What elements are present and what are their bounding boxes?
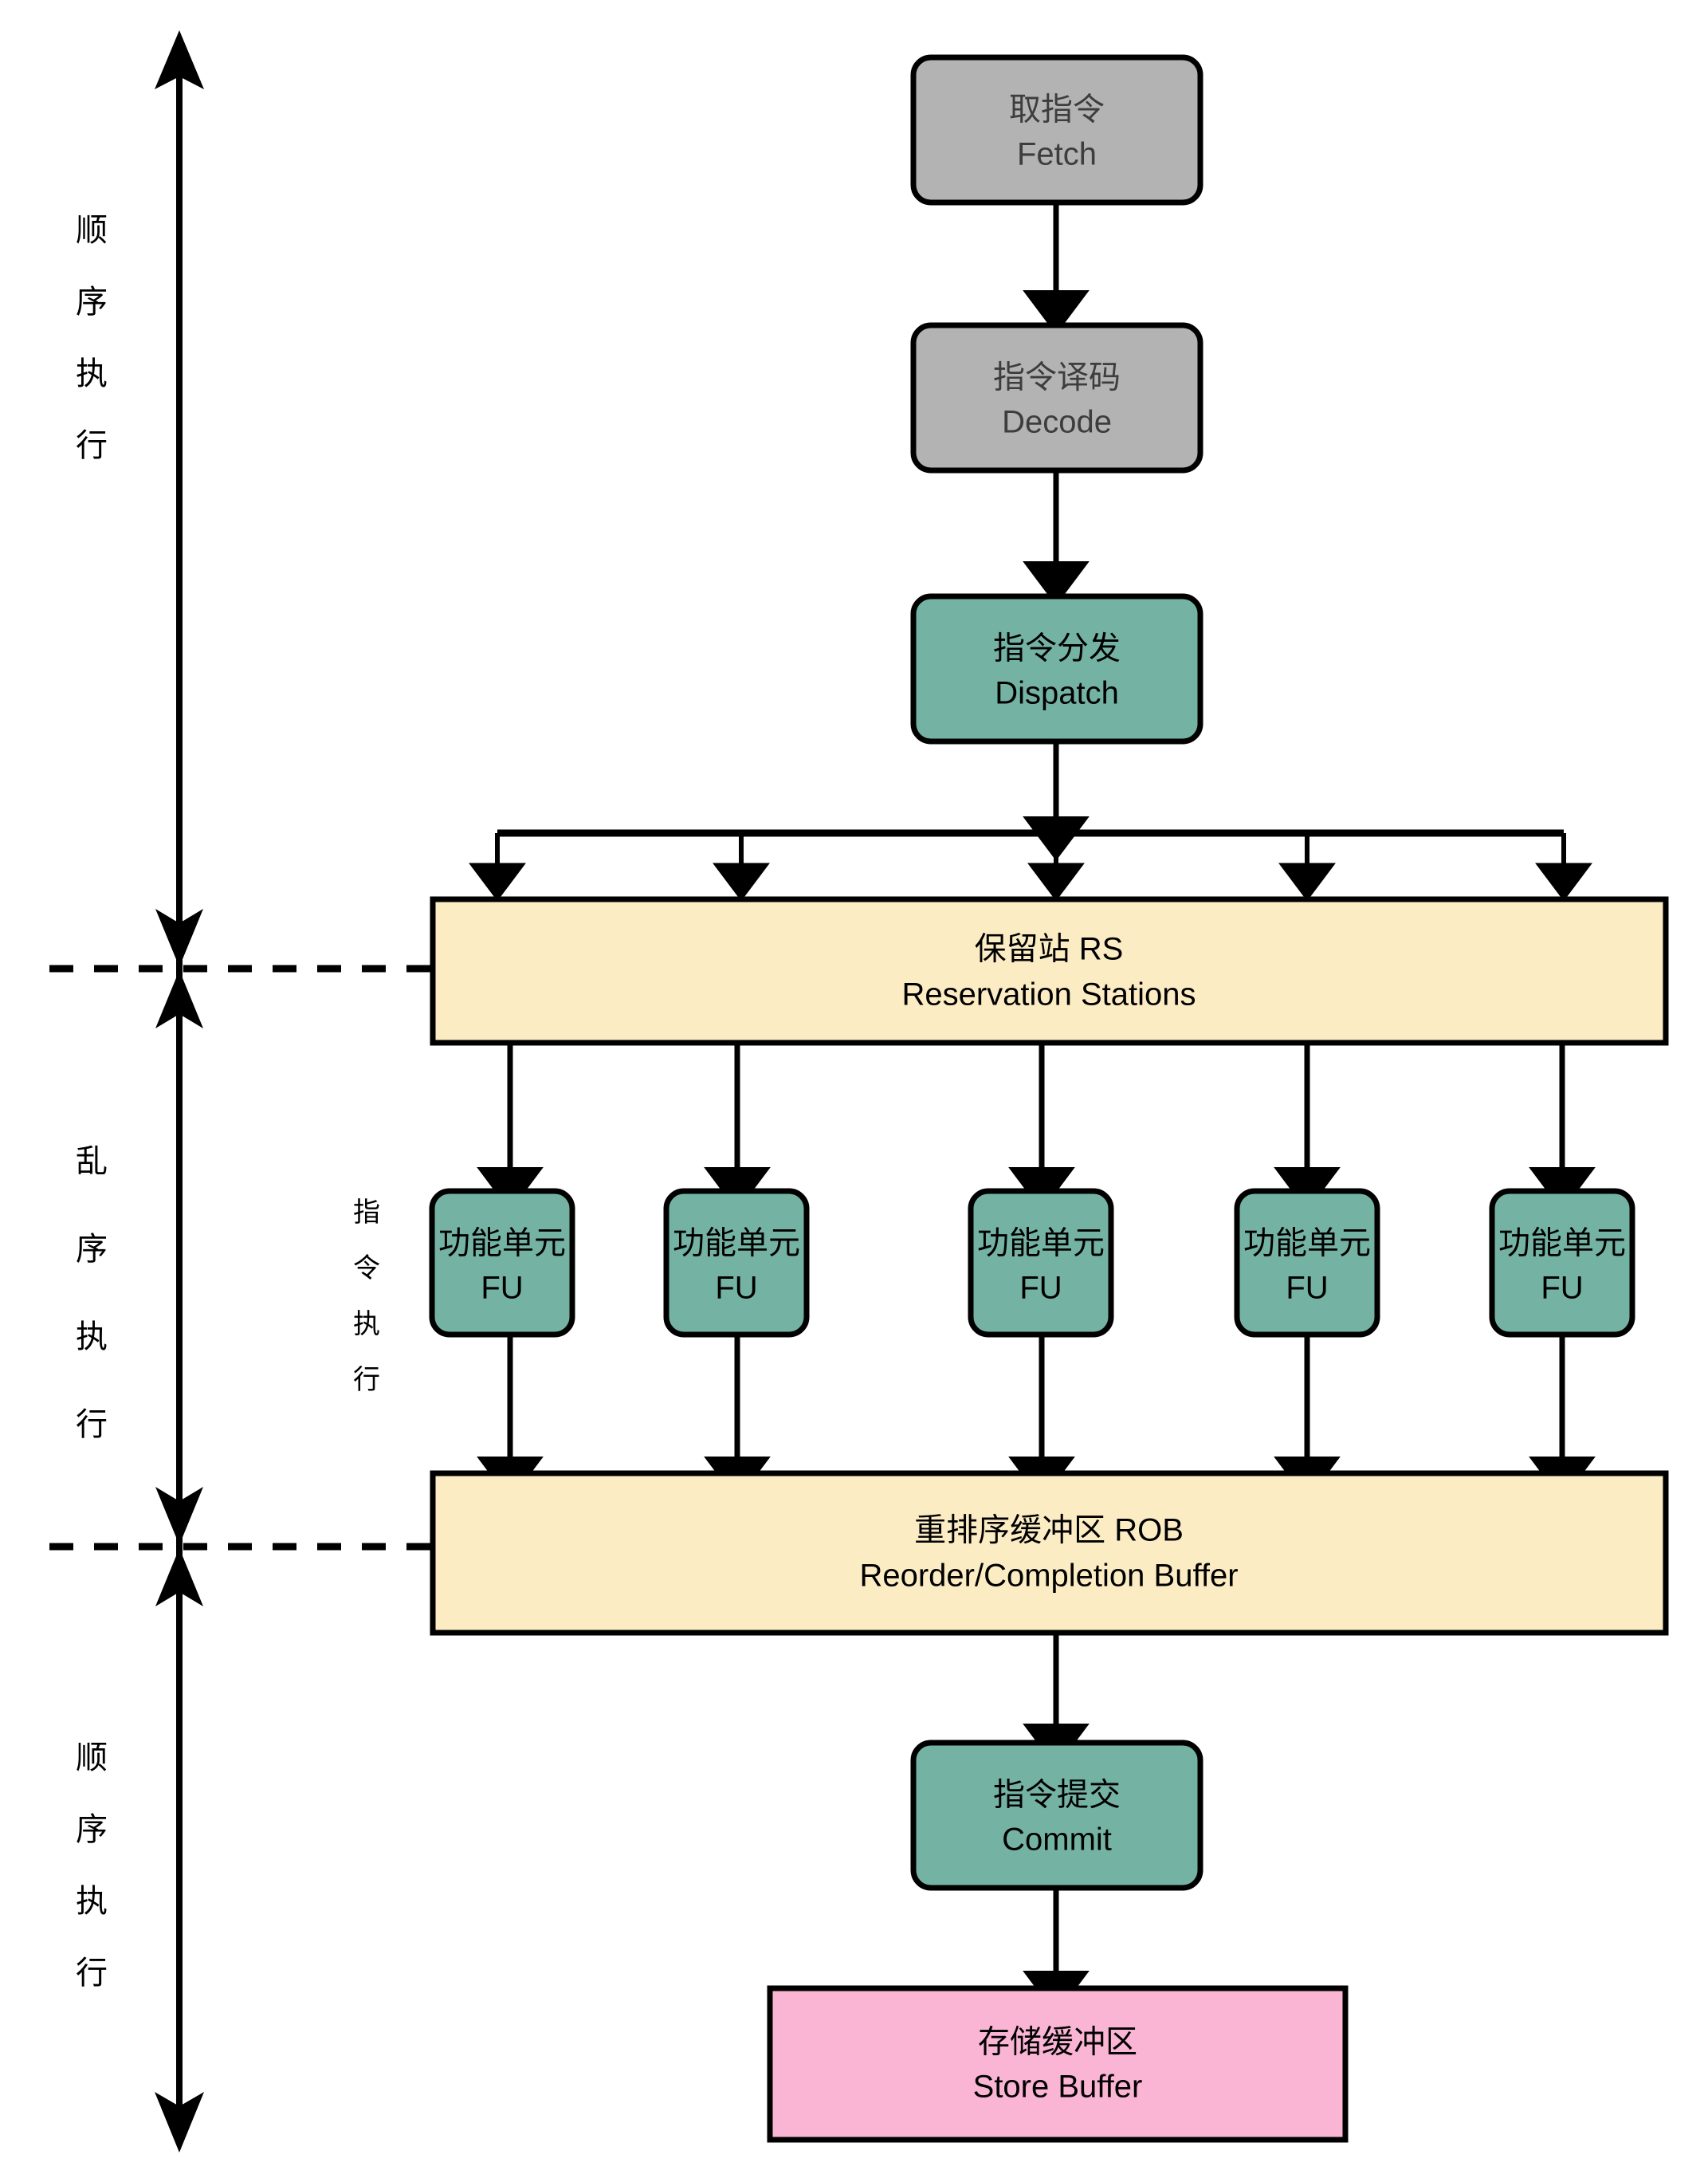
store-buffer-label-en: Store Buffer	[973, 2070, 1143, 2105]
reorder-buffer-box[interactable]	[430, 1470, 1669, 1636]
fu2-label-en: FU	[715, 1271, 757, 1306]
band-char: 序	[76, 285, 108, 320]
dispatch-label-en: Dispatch	[995, 676, 1119, 711]
execute-char: 指	[353, 1197, 380, 1228]
band-label-in-order-back: 顺 序 执 行	[76, 1740, 108, 1991]
execute-char: 令	[353, 1253, 380, 1284]
band-char: 序	[76, 1232, 108, 1267]
fu4-label-en: FU	[1286, 1271, 1328, 1306]
node-decode[interactable]: 指令译码 Decode	[910, 322, 1203, 474]
fu5-label-en: FU	[1541, 1271, 1583, 1306]
commit-box[interactable]	[910, 1740, 1203, 1891]
node-reorder-buffer[interactable]: 重排序缓冲区 ROB Reorder/Completion Buffer	[430, 1470, 1669, 1636]
node-reservation-stations[interactable]: 保留站 RS Reservation Stations	[430, 896, 1669, 1046]
axis-arrow-up	[155, 30, 204, 89]
band-char: 顺	[76, 1740, 108, 1775]
band-char: 行	[76, 1407, 108, 1442]
execute-char: 行	[353, 1365, 380, 1395]
store-buffer-box[interactable]	[767, 1985, 1349, 2143]
fu3-box[interactable]	[968, 1188, 1114, 1338]
separator-in-order-to-out-of-order	[49, 909, 430, 1028]
fetch-box[interactable]	[910, 54, 1203, 206]
store-buffer-label-zh: 存储缓冲区	[978, 2025, 1137, 2060]
node-functional-unit-3[interactable]: 功能单元 FU	[968, 1188, 1114, 1338]
reservation-stations-box[interactable]	[430, 896, 1669, 1046]
band-char: 执	[76, 1884, 108, 1919]
dispatch-label-zh: 指令分发	[993, 631, 1121, 666]
label-execute: 指 令 执 行	[353, 1197, 380, 1395]
band-char: 乱	[76, 1144, 108, 1179]
separator-out-of-order-to-in-order	[49, 1487, 430, 1606]
rob-label-zh: 重排序缓冲区 ROB	[914, 1513, 1184, 1548]
fu5-label-zh: 功能单元	[1498, 1226, 1626, 1261]
rs-label-zh: 保留站 RS	[975, 932, 1124, 967]
fu1-label-zh: 功能单元	[438, 1226, 566, 1261]
band-label-out-of-order: 乱 序 执 行	[76, 1144, 108, 1442]
axis-arrow-down	[155, 2092, 204, 2153]
node-commit[interactable]: 指令提交 Commit	[910, 1740, 1203, 1891]
fetch-label-zh: 取指令	[1009, 92, 1105, 128]
decode-box[interactable]	[910, 322, 1203, 474]
node-functional-unit-1[interactable]: 功能单元 FU	[429, 1188, 575, 1338]
connectors-rs-to-fu	[477, 1043, 1596, 1212]
fu4-label-zh: 功能单元	[1243, 1226, 1371, 1261]
timeline-axis	[155, 30, 204, 2153]
band-label-in-order-front: 顺 序 执 行	[76, 213, 108, 463]
execute-char: 执	[353, 1309, 380, 1339]
dispatch-box[interactable]	[910, 593, 1203, 745]
node-dispatch[interactable]: 指令分发 Dispatch	[910, 593, 1203, 745]
commit-label-zh: 指令提交	[993, 1778, 1121, 1813]
node-functional-unit-5[interactable]: 功能单元 FU	[1489, 1188, 1635, 1338]
decode-label-en: Decode	[1002, 405, 1112, 440]
fu2-box[interactable]	[663, 1188, 810, 1338]
node-store-buffer[interactable]: 存储缓冲区 Store Buffer	[767, 1985, 1349, 2143]
rob-label-en: Reorder/Completion Buffer	[859, 1559, 1238, 1594]
dispatch-fanout-bus	[469, 740, 1592, 902]
fetch-label-en: Fetch	[1017, 137, 1097, 172]
band-char: 行	[76, 428, 108, 463]
fu4-box[interactable]	[1234, 1188, 1380, 1338]
rs-label-en: Reservation Stations	[901, 977, 1196, 1012]
band-char: 行	[76, 1956, 108, 1991]
fu5-box[interactable]	[1489, 1188, 1635, 1338]
node-fetch[interactable]: 取指令 Fetch	[910, 54, 1203, 206]
fu1-box[interactable]	[429, 1188, 575, 1338]
fu1-label-en: FU	[481, 1271, 523, 1306]
node-functional-unit-4[interactable]: 功能单元 FU	[1234, 1188, 1380, 1338]
band-char: 执	[76, 356, 108, 391]
node-functional-unit-2[interactable]: 功能单元 FU	[663, 1188, 810, 1338]
band-char: 顺	[76, 213, 108, 248]
connectors-fu-to-rob	[477, 1333, 1596, 1501]
band-char: 序	[76, 1812, 108, 1847]
fu2-label-zh: 功能单元	[673, 1226, 800, 1261]
fu3-label-zh: 功能单元	[977, 1226, 1105, 1261]
commit-label-en: Commit	[1002, 1822, 1112, 1858]
decode-label-zh: 指令译码	[993, 360, 1121, 395]
fu3-label-en: FU	[1019, 1271, 1062, 1306]
band-char: 执	[76, 1319, 108, 1354]
